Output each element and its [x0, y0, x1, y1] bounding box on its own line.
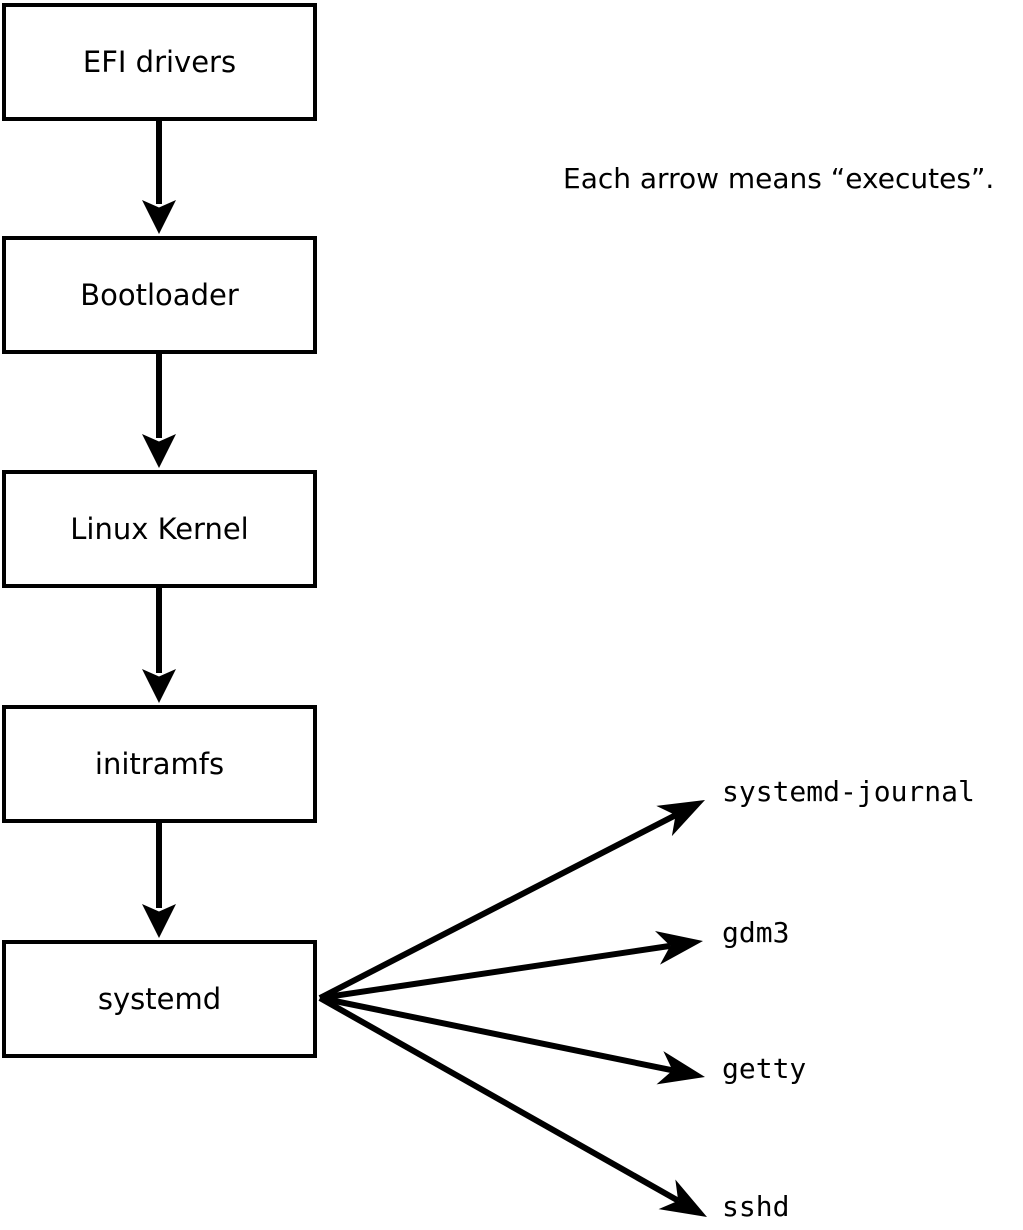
fanout-arrow-head-0: [656, 800, 705, 837]
fanout-arrow-shaft-3: [318, 995, 680, 1204]
node-box-bootloader: Bootloader: [2, 236, 317, 354]
node-box-label: Linux Kernel: [70, 511, 249, 546]
fanout-arrow-shaft-1: [319, 942, 671, 1001]
fanout-arrow-shaft-0: [318, 812, 677, 1001]
fanout-label-sshd: sshd: [722, 1190, 790, 1223]
fanout-label-getty: getty: [722, 1052, 807, 1085]
boot-chain-arrow-group: [142, 121, 176, 938]
chain-arrow-head-2: [142, 669, 176, 703]
node-box-label: systemd: [97, 981, 222, 1016]
fanout-label-gdm3: gdm3: [722, 916, 790, 949]
node-box-label: initramfs: [94, 746, 225, 781]
legend-note: Each arrow means “executes”.: [563, 162, 995, 195]
node-box-efi-drivers: EFI drivers: [2, 3, 317, 121]
fanout-arrow-head-2: [656, 1051, 705, 1085]
chain-arrow-head-1: [142, 434, 176, 468]
node-box-label: EFI drivers: [82, 44, 237, 79]
node-box-label: Bootloader: [80, 277, 239, 312]
fanout-arrow-shaft-2: [319, 995, 674, 1074]
node-box-initramfs: initramfs: [2, 705, 317, 823]
node-box-systemd: systemd: [2, 940, 317, 1058]
fanout-arrow-head-3: [658, 1179, 707, 1217]
chain-arrow-head-3: [142, 904, 176, 938]
chain-arrow-head-0: [142, 200, 176, 234]
fanout-arrow-head-1: [654, 930, 703, 965]
systemd-fanout-arrow-group: [318, 800, 707, 1217]
fanout-label-systemd-journal: systemd-journal: [722, 775, 975, 808]
node-box-linux-kernel: Linux Kernel: [2, 470, 317, 588]
